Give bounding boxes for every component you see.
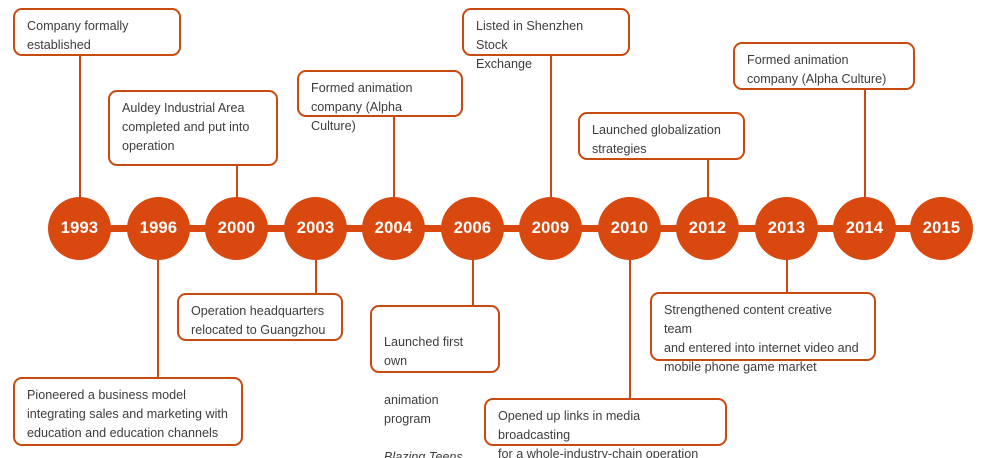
- spine-segment: [189, 225, 208, 232]
- connector-line-2009: [550, 56, 552, 198]
- year-node-2013[interactable]: 2013: [755, 197, 818, 260]
- event-callout-2014[interactable]: Formed animation company (Alpha Culture): [733, 42, 915, 90]
- connector-line-1993: [79, 56, 81, 198]
- spine-segment: [346, 225, 365, 232]
- year-node-2006[interactable]: 2006: [441, 197, 504, 260]
- spine-segment: [895, 225, 914, 232]
- connector-line-1996: [157, 260, 159, 377]
- year-node-1993[interactable]: 1993: [48, 197, 111, 260]
- year-node-2015[interactable]: 2015: [910, 197, 973, 260]
- event-callout-2003[interactable]: Operation headquarters relocated to Guan…: [177, 293, 343, 341]
- connector-line-2004: [393, 117, 395, 198]
- year-node-2003[interactable]: 2003: [284, 197, 347, 260]
- year-node-2014[interactable]: 2014: [833, 197, 896, 260]
- event-text-line1: Launched first own: [384, 335, 464, 369]
- connector-line-2013: [786, 260, 788, 292]
- year-node-2009[interactable]: 2009: [519, 197, 582, 260]
- spine-segment: [110, 225, 129, 232]
- event-callout-1996[interactable]: Pioneered a business model integrating s…: [13, 377, 243, 446]
- spine-segment: [267, 225, 286, 232]
- event-callout-1993[interactable]: Company formally established: [13, 8, 181, 56]
- event-text-line2: animation program: [384, 392, 439, 426]
- spine-segment: [503, 225, 522, 232]
- event-text-italic-title: Blazing Teens: [384, 449, 463, 458]
- year-node-1996[interactable]: 1996: [127, 197, 190, 260]
- connector-line-2003: [315, 260, 317, 293]
- connector-line-2012: [707, 160, 709, 198]
- event-callout-2013[interactable]: Strengthened content creative team and e…: [650, 292, 876, 374]
- year-node-2010[interactable]: 2010: [598, 197, 661, 260]
- event-callout-2000[interactable]: Auldey Industrial Area completed and put…: [108, 90, 278, 166]
- connector-line-2006: [472, 260, 474, 305]
- event-callout-2009[interactable]: Listed in Shenzhen Stock Exchange: [462, 8, 630, 71]
- event-callout-2012[interactable]: Launched globalization strategies: [578, 112, 745, 160]
- spine-segment: [817, 225, 836, 232]
- spine-segment: [738, 225, 757, 232]
- event-callout-2010[interactable]: Opened up links in media broadcasting fo…: [484, 398, 727, 458]
- connector-line-2000: [236, 166, 238, 198]
- connector-line-2014: [864, 90, 866, 198]
- event-callout-2006[interactable]: Launched first own animation program Bla…: [370, 305, 500, 458]
- year-node-2000[interactable]: 2000: [205, 197, 268, 260]
- event-callout-2004[interactable]: Formed animation company (Alpha Culture): [297, 70, 463, 133]
- spine-segment: [424, 225, 443, 232]
- spine-segment: [581, 225, 600, 232]
- year-node-2012[interactable]: 2012: [676, 197, 739, 260]
- year-node-2004[interactable]: 2004: [362, 197, 425, 260]
- connector-line-2010: [629, 260, 631, 398]
- spine-segment: [660, 225, 679, 232]
